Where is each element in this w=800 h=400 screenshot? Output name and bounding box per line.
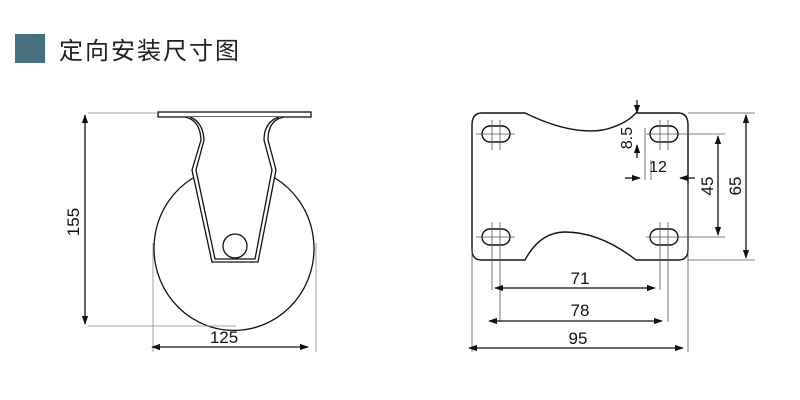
plate-width-label: 65 (726, 177, 745, 196)
hole-spacing-outer-label: 78 (571, 301, 590, 320)
hole-size-label: 8.5 (619, 127, 636, 149)
header-accent-square (15, 33, 45, 63)
axle-circle (222, 233, 248, 259)
slot-length-label: 12 (649, 159, 667, 176)
plate-outline (471, 112, 689, 261)
caster-side-view (153, 111, 315, 331)
wheel-diameter-label: 125 (210, 328, 238, 347)
plate-length-label: 95 (569, 329, 588, 348)
wheel-outline (153, 177, 315, 331)
mounting-plate (157, 111, 312, 118)
side-view-dimensions (81, 112, 317, 352)
centerlines (471, 112, 755, 352)
mounting-plate-top-view (471, 112, 689, 261)
hole-spacing-inner-label: 71 (571, 269, 590, 288)
height-dimension-label: 155 (64, 208, 83, 236)
hole-spacing-vertical-label: 45 (698, 177, 717, 196)
section-header: 定向安装尺寸图 (15, 33, 241, 65)
page-title: 定向安装尺寸图 (59, 36, 241, 65)
plate-dimensions (468, 100, 750, 352)
